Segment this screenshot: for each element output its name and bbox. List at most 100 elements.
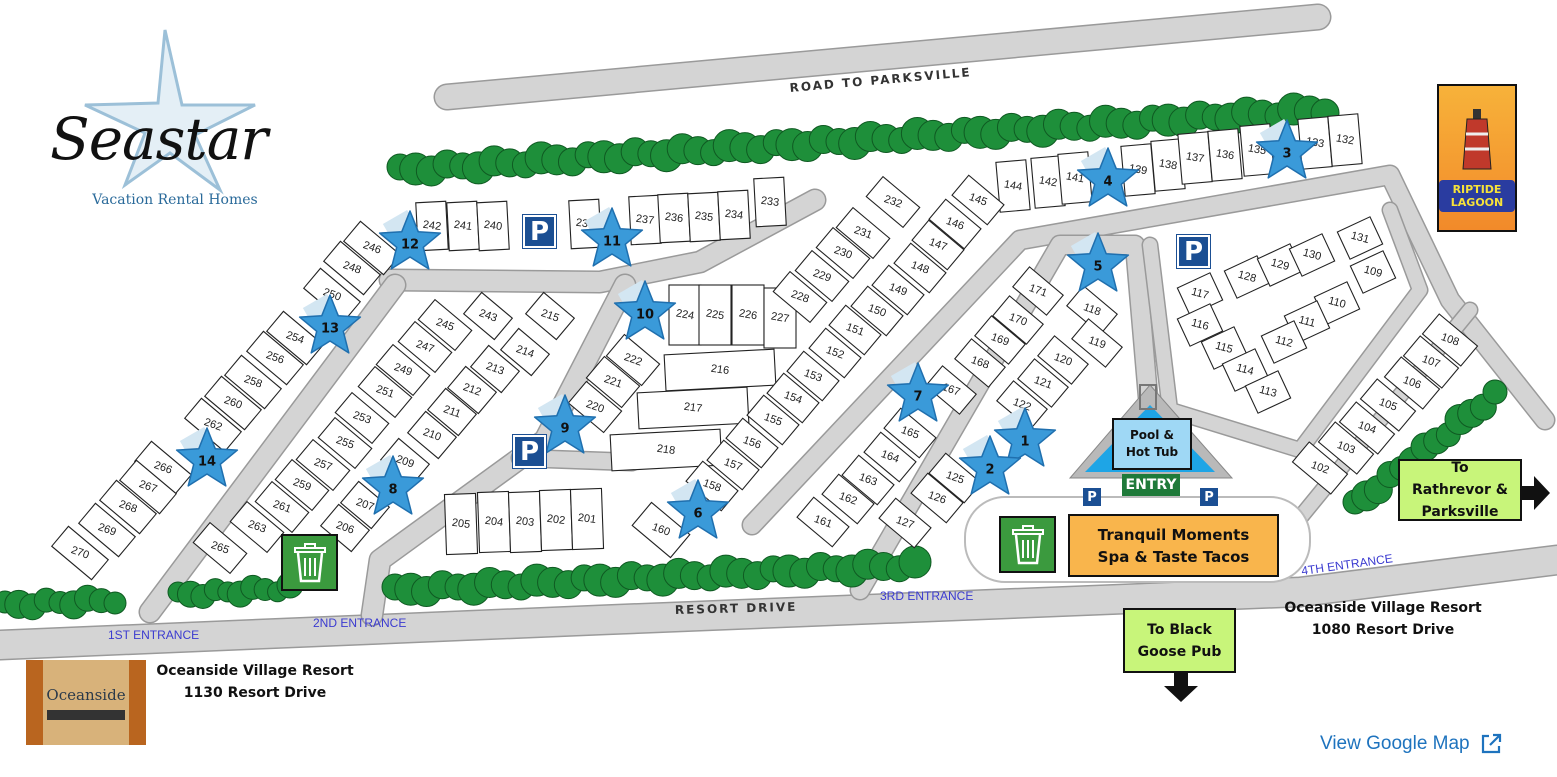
lot: 226 [731, 284, 765, 346]
lot: 270 [50, 525, 110, 581]
lot-outline [223, 354, 283, 410]
lot-outline [1288, 233, 1336, 277]
lot-number: 115 [1214, 340, 1234, 356]
lot-outline [636, 386, 750, 430]
home-marker-4[interactable]: 4 [1076, 147, 1140, 207]
home-marker-9[interactable]: 9 [533, 394, 597, 454]
starfish-icon[interactable] [1255, 119, 1319, 179]
lot-number: 251 [374, 383, 395, 401]
home-marker-5[interactable]: 5 [1066, 232, 1130, 292]
lot: 108 [1421, 313, 1479, 367]
lot-outline [1037, 335, 1089, 385]
lot: 203 [507, 490, 543, 554]
starfish-icon[interactable] [298, 294, 362, 354]
home-marker-7[interactable]: 7 [886, 362, 950, 422]
brand-name: Seastar [50, 105, 268, 173]
view-google-map-label[interactable]: View Google Map [1320, 733, 1470, 754]
view-google-map-link[interactable]: View Google Map [1320, 733, 1502, 755]
lot: 231 [835, 206, 891, 260]
lot-number: 253 [351, 409, 372, 427]
lot-outline [871, 264, 925, 316]
lot: 117 [1176, 272, 1224, 316]
lot-outline [706, 439, 760, 491]
lot-number: 204 [484, 515, 504, 529]
lot-outline [357, 365, 413, 419]
home-number: 13 [321, 322, 339, 337]
home-marker-2[interactable]: 2 [958, 435, 1022, 495]
lot: 144 [995, 159, 1031, 213]
starfish-icon[interactable] [613, 280, 677, 340]
lot-outline [317, 416, 373, 470]
lot: 171 [1012, 266, 1064, 316]
lot: 122 [996, 380, 1048, 430]
lot-number: 165 [899, 424, 920, 442]
lot-outline [808, 327, 862, 379]
lot: 127 [878, 497, 932, 549]
lot: 248 [322, 240, 382, 296]
lot-number: 156 [741, 434, 762, 452]
lot-number: 212 [461, 381, 482, 399]
home-marker-3[interactable]: 3 [1255, 119, 1319, 179]
lot-number: 230 [832, 244, 853, 262]
lot: 229 [794, 249, 850, 303]
lot-number: 161 [812, 513, 833, 531]
lot: 130 [1288, 233, 1336, 277]
lot: 106 [1383, 356, 1441, 410]
home-marker-1[interactable]: 1 [993, 407, 1057, 467]
lot-outline [417, 298, 473, 352]
home-number: 5 [1093, 260, 1102, 275]
lot-outline [951, 174, 1005, 226]
lot-number: 132 [1335, 132, 1355, 147]
starfish-icon[interactable] [580, 207, 644, 267]
lot: 147 [911, 219, 965, 271]
starfish-icon[interactable] [1076, 147, 1140, 207]
starfish-icon[interactable] [666, 479, 730, 539]
lot: 256 [245, 330, 305, 386]
starfish-icon[interactable] [886, 362, 950, 422]
starfish-icon[interactable] [378, 210, 442, 270]
home-marker-11[interactable]: 11 [580, 207, 644, 267]
lot: 266 [133, 440, 193, 496]
lot: 233 [753, 176, 787, 228]
resort-drive-label: RESORT DRIVE [675, 600, 798, 617]
home-marker-6[interactable]: 6 [666, 479, 730, 539]
starfish-icon[interactable] [958, 435, 1022, 495]
trees [0, 92, 1508, 621]
lot-number: 215 [539, 307, 560, 325]
home-marker-14[interactable]: 14 [175, 427, 239, 487]
lots: 2422412402392372362352342331441421411391… [50, 113, 1479, 581]
lot-outline [910, 472, 964, 524]
starfish-icon[interactable] [175, 427, 239, 487]
brand-tagline: Vacation Rental Homes [92, 192, 258, 208]
lot-number: 211 [442, 403, 463, 420]
address-west-name: Oceanside Village Resort [156, 663, 354, 679]
external-link-icon[interactable] [1480, 733, 1502, 755]
lot-outline [746, 394, 800, 446]
lot-outline [1338, 401, 1396, 455]
lot-number: 105 [1377, 396, 1398, 414]
lot: 109 [1349, 250, 1397, 294]
entrance-3-label: 3RD ENTRANCE [880, 589, 973, 603]
lot-number: 141 [1065, 170, 1085, 185]
home-marker-8[interactable]: 8 [361, 455, 425, 515]
starfish-icon[interactable] [533, 394, 597, 454]
home-marker-12[interactable]: 12 [378, 210, 442, 270]
lot-number: 255 [334, 434, 355, 452]
lot-outline [753, 176, 787, 228]
lot-outline [274, 458, 330, 512]
starfish-icon[interactable] [993, 407, 1057, 467]
home-marker-10[interactable]: 10 [613, 280, 677, 340]
riptide-lagoon-logo: RIPTIDE LAGOON [1437, 84, 1517, 232]
lot-outline [911, 219, 965, 271]
lot: 126 [910, 472, 964, 524]
lot: 212 [446, 365, 498, 415]
home-marker-13[interactable]: 13 [298, 294, 362, 354]
lighthouse-icon [1462, 109, 1492, 170]
starfish-icon[interactable] [1066, 232, 1130, 292]
lot-number: 247 [414, 338, 435, 356]
lot: 240 [476, 200, 510, 252]
lot: 116 [1176, 303, 1224, 347]
lot-outline [322, 240, 382, 296]
starfish-icon[interactable] [361, 455, 425, 515]
